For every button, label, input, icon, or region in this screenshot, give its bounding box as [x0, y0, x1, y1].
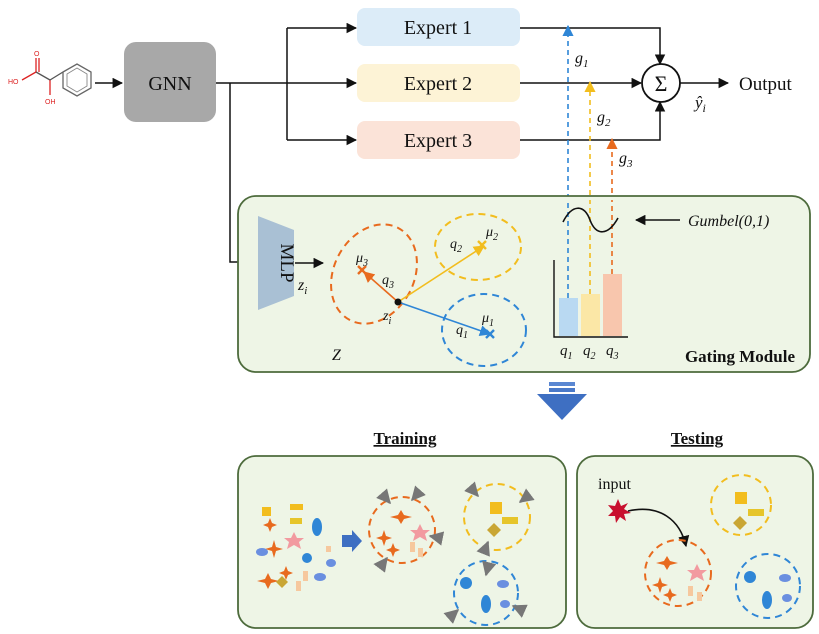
gnn-box: [124, 42, 216, 122]
training-cluster-orange: [368, 496, 436, 564]
training-arrow: [342, 530, 362, 552]
zi-point-label: zi: [382, 309, 391, 327]
expert2-label: Expert 2: [404, 73, 472, 95]
training-pull-arrows: [373, 481, 535, 624]
input-label: input: [598, 476, 631, 493]
training-panel: [237, 455, 567, 629]
testing-cluster-blue: [735, 553, 801, 619]
testing-cluster-yellow: [710, 474, 772, 536]
output-label: Output: [739, 74, 793, 95]
molecule-o-label: O: [34, 51, 40, 58]
latent-space-label: Z: [332, 347, 342, 364]
expert3-box: [357, 121, 520, 159]
expert2-box: [357, 64, 520, 102]
bar-q1: [559, 298, 578, 336]
training-yellow-cluster-items: [487, 502, 518, 537]
y-hat-label: ŷi: [693, 93, 706, 115]
zi-point: [394, 298, 402, 306]
centroid-mu1-mark: [485, 329, 495, 339]
cluster-yellow-ellipse: [434, 213, 522, 281]
training-blue-cluster-items: [460, 577, 510, 613]
sum-symbol: Σ: [655, 71, 668, 96]
distance-q3-arrow: [363, 271, 399, 303]
q3-label: q3: [382, 273, 394, 291]
q2-label: q2: [450, 237, 462, 255]
mu3-label: μ3: [355, 251, 368, 269]
gate-g2-label: g2: [597, 109, 611, 129]
molecule-structure: HO O OH: [8, 51, 92, 106]
gate-g1-label: g1: [575, 50, 589, 70]
expert3-label: Expert 3: [404, 130, 472, 152]
input-sample-icon: [608, 499, 631, 523]
mu2-label: μ2: [485, 225, 498, 243]
sum-node: [641, 63, 681, 103]
gnn-label: GNN: [148, 73, 191, 95]
centroid-mu2-mark: [477, 240, 487, 250]
mlp-label: MLP: [276, 243, 297, 282]
gating-module-panel: [237, 195, 811, 373]
expert1-box: [357, 8, 520, 46]
expert1-label: Expert 1: [404, 17, 472, 39]
centroid-mu3-mark: [357, 265, 367, 275]
gate-g3-label: g3: [619, 150, 633, 170]
input-assign-arrow: [627, 508, 690, 548]
bar-label-q3: q3: [606, 343, 619, 362]
testing-panel: [576, 455, 814, 629]
bar-axes: [553, 260, 628, 338]
bar-q2: [581, 294, 600, 336]
q-bar-chart: q1 q2 q3: [553, 260, 628, 362]
down-arrow: [537, 382, 587, 420]
molecule-oh-label: OH: [45, 99, 56, 106]
cluster-blue-ellipse: [441, 293, 527, 367]
mlp-block: [258, 216, 294, 310]
testing-blue-cluster-items: [744, 571, 792, 609]
bar-label-q2: q2: [583, 343, 596, 362]
testing-cluster-orange: [644, 539, 712, 607]
testing-yellow-cluster-items: [733, 492, 764, 530]
bar-label-q1: q1: [560, 343, 573, 362]
testing-orange-cluster-items: [652, 556, 707, 602]
testing-title: Testing: [671, 429, 724, 448]
zi-mlp-label: zi: [297, 277, 307, 297]
training-cluster-yellow: [463, 483, 531, 551]
gating-module-title: Gating Module: [685, 347, 795, 366]
training-title: Training: [374, 429, 437, 448]
distance-q2-arrow: [397, 245, 485, 303]
distance-q1-arrow: [397, 301, 492, 336]
training-orange-cluster-items: [376, 510, 430, 557]
molecule-ho-label: HO: [8, 79, 19, 86]
gumbel-label: Gumbel(0,1): [688, 213, 769, 230]
bar-q3: [603, 274, 622, 336]
training-scattered-samples: [256, 504, 336, 591]
gumbel-noise-wave: [562, 207, 619, 233]
mu1-label: μ1: [481, 311, 494, 329]
experts-to-sum-connectors: [520, 27, 730, 141]
q1-label: q1: [456, 323, 468, 341]
cluster-orange-ellipse: [330, 223, 418, 325]
